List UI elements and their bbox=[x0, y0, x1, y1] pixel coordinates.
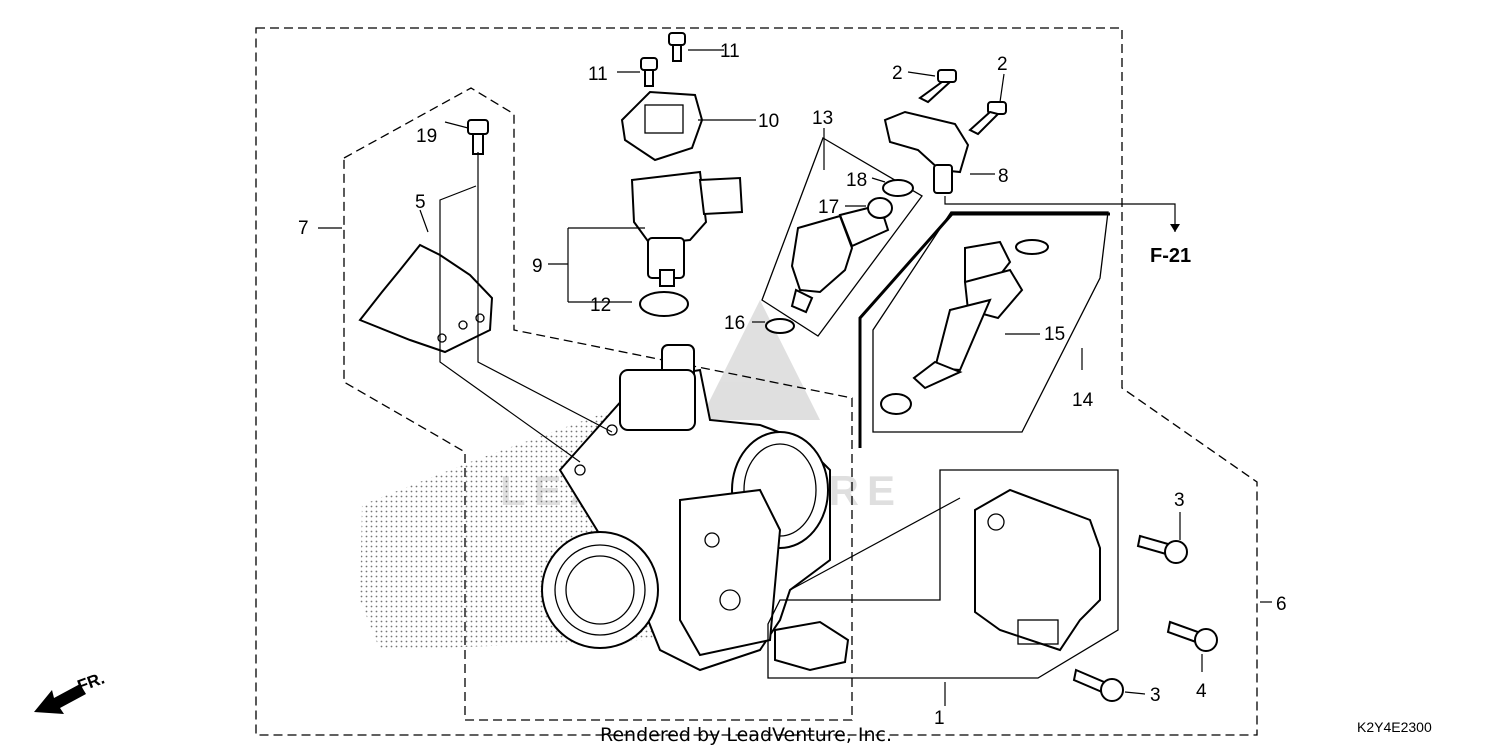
screw-11-left bbox=[640, 57, 658, 87]
sensor-8 bbox=[883, 110, 970, 194]
throttle-sensor-1 bbox=[974, 488, 1101, 652]
throttle-body bbox=[541, 344, 831, 672]
callout-5: 5 bbox=[415, 192, 426, 213]
callout-14: 14 bbox=[1072, 390, 1094, 411]
leader-lines bbox=[318, 49, 1272, 706]
sensor-9 bbox=[630, 170, 744, 287]
screw-3-upper bbox=[1136, 534, 1188, 564]
sensor-group-1-outline bbox=[767, 469, 1119, 679]
screw-4 bbox=[1166, 620, 1218, 652]
callout-2-right: 2 bbox=[997, 54, 1008, 75]
screw-3-lower bbox=[1072, 668, 1124, 702]
callout-3-lower: 3 bbox=[1150, 685, 1161, 706]
gasket-10 bbox=[620, 90, 704, 162]
oring-15-top bbox=[1015, 239, 1049, 255]
callout-17: 17 bbox=[818, 197, 839, 218]
bolt-19 bbox=[467, 119, 489, 155]
bolt-2-left bbox=[918, 69, 957, 104]
assembly-outline bbox=[255, 27, 1258, 736]
bolt-2-right bbox=[968, 101, 1007, 136]
callout-12: 12 bbox=[590, 295, 611, 316]
bracket-5 bbox=[358, 243, 494, 354]
callout-10: 10 bbox=[758, 111, 779, 132]
injector-group-14-outline bbox=[872, 211, 1109, 433]
screw-11-right bbox=[668, 32, 686, 62]
gasket-1 bbox=[774, 620, 850, 672]
reference-arrow bbox=[1170, 224, 1180, 232]
reference-label: F-21 bbox=[1150, 245, 1191, 267]
callout-4: 4 bbox=[1196, 681, 1207, 702]
injector-15 bbox=[912, 240, 1024, 390]
callout-11-right: 11 bbox=[720, 41, 740, 62]
callout-2-left: 2 bbox=[892, 63, 903, 84]
callout-16: 16 bbox=[724, 313, 745, 334]
injector-17 bbox=[790, 203, 890, 314]
front-direction-arrow: FR. bbox=[34, 669, 107, 714]
diagram-code: K2Y4E2300 bbox=[1357, 719, 1432, 735]
credit-text: Rendered by LeadVenture, Inc. bbox=[600, 724, 892, 746]
callout-11-left: 11 bbox=[588, 64, 608, 85]
front-direction-label: FR. bbox=[75, 669, 107, 696]
callout-18: 18 bbox=[846, 170, 867, 191]
callout-13: 13 bbox=[812, 108, 833, 129]
callout-8: 8 bbox=[998, 166, 1009, 187]
callout-3-upper: 3 bbox=[1174, 490, 1185, 511]
seal-15-bottom bbox=[880, 393, 912, 415]
callout-7: 7 bbox=[298, 218, 309, 239]
callout-19: 19 bbox=[416, 126, 437, 147]
oring-18 bbox=[882, 179, 914, 197]
oring-12 bbox=[639, 291, 689, 317]
callout-9: 9 bbox=[532, 256, 543, 277]
callout-1: 1 bbox=[934, 708, 945, 729]
callout-6: 6 bbox=[1276, 594, 1287, 615]
reference-bar bbox=[858, 212, 1110, 448]
oring-17 bbox=[867, 197, 893, 219]
seal-16 bbox=[765, 318, 795, 334]
callout-15: 15 bbox=[1044, 324, 1065, 345]
injector-group-13-outline bbox=[761, 137, 923, 337]
bracket-group-outline bbox=[343, 87, 853, 721]
